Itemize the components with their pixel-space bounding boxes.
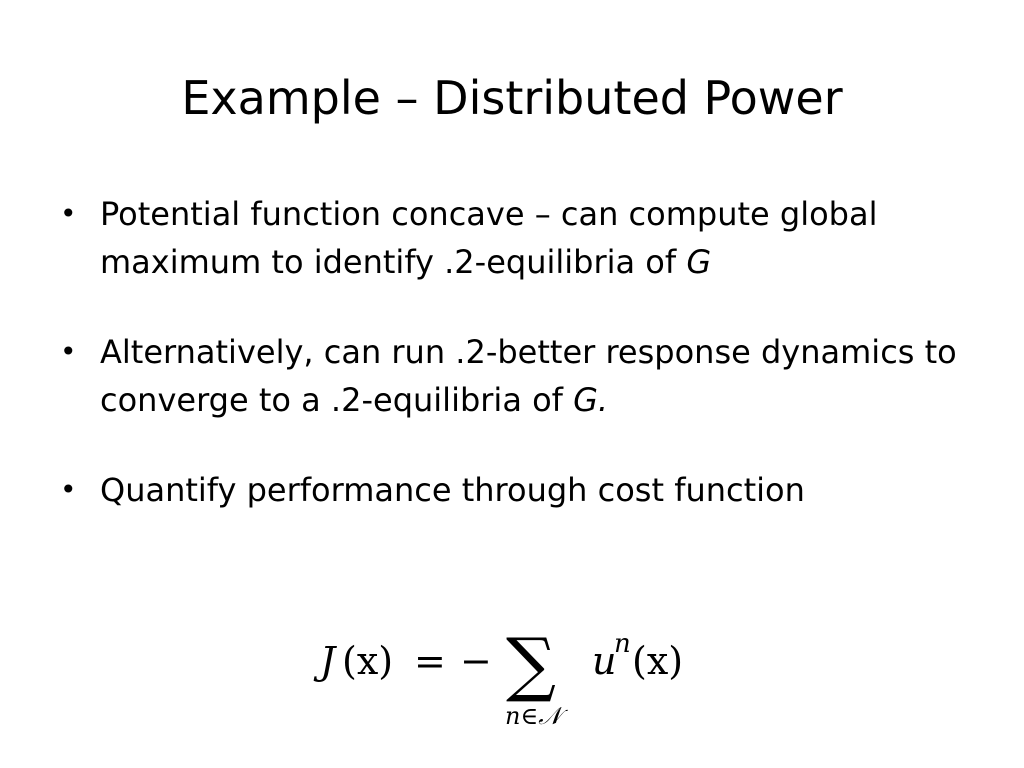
- bullet-marker: •: [60, 335, 77, 368]
- formula-sum-subscript: n∈𝒩: [505, 702, 568, 730]
- bullet-text: Alternatively, can run .2-better respons…: [100, 333, 957, 419]
- bullet-marker: •: [60, 473, 77, 506]
- formula-sum-sign: ∑: [506, 623, 556, 705]
- bullet-list: • Potential function concave – can compu…: [60, 190, 980, 514]
- formula-svg: J (x) = − ∑ u n (x) n∈𝒩: [313, 623, 683, 730]
- slide-title: Example – Distributed Power: [181, 71, 843, 125]
- bullet-italic-symbol: G.: [573, 381, 609, 419]
- formula-summand-argument: (x): [632, 639, 683, 683]
- bullet-text: Quantify performance through cost functi…: [100, 471, 805, 509]
- bullet-italic-symbol: G: [686, 243, 712, 281]
- bullet-item: • Potential function concave – can compu…: [60, 190, 980, 286]
- formula-summand-superscript: n: [614, 629, 631, 659]
- bullet-text: Potential function concave – can compute…: [100, 195, 878, 281]
- bullet-item: • Quantify performance through cost func…: [60, 466, 980, 514]
- formula-lhs-function: J: [313, 639, 337, 683]
- formula-minus: −: [460, 639, 492, 683]
- cost-function-formula: J (x) = − ∑ u n (x) n∈𝒩: [0, 612, 1024, 742]
- formula-summand-function: u: [592, 639, 616, 683]
- formula-lhs-argument: (x): [342, 639, 393, 683]
- formula-equals: =: [414, 639, 446, 683]
- bullet-item: • Alternatively, can run .2-better respo…: [60, 328, 980, 424]
- bullet-marker: •: [60, 197, 77, 230]
